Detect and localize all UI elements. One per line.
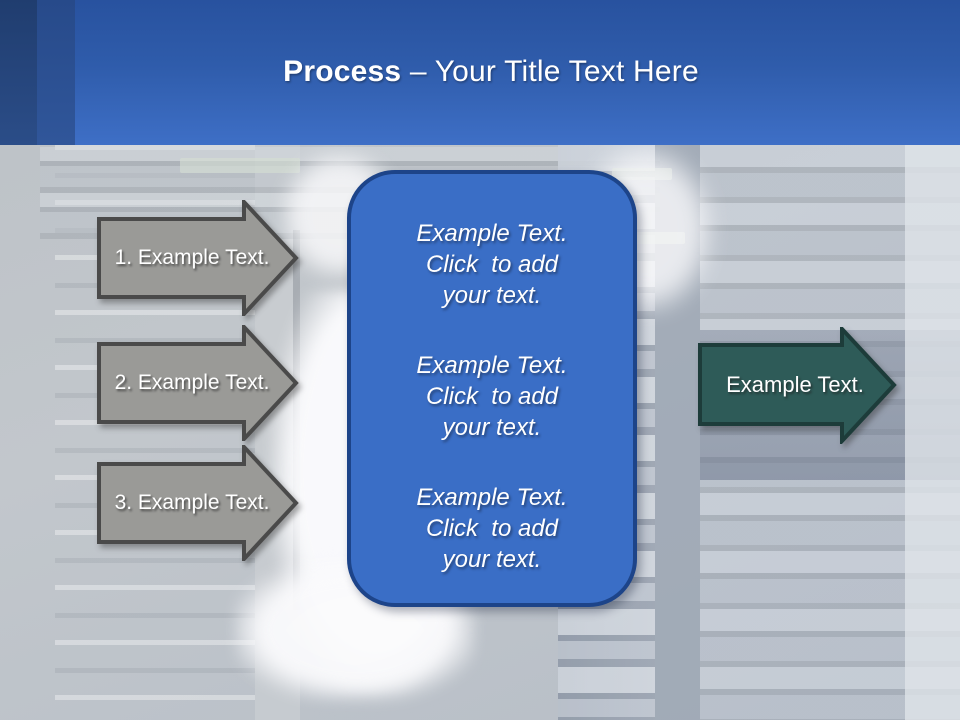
text-line: Example Text. (416, 484, 568, 511)
text-line: your text. (442, 546, 542, 573)
text-line: Click to add (425, 251, 559, 278)
result-arrow-label: Example Text. (726, 371, 864, 397)
step-arrow-shape (97, 325, 299, 441)
slide-title[interactable]: Process – Your Title Text Here (11, 55, 960, 89)
step-arrow-2[interactable]: 2. Example Text. (97, 325, 299, 441)
step-arrow-shape (97, 200, 299, 316)
step-arrow-1[interactable]: 1. Example Text. (97, 200, 299, 316)
rack-edge-panel (905, 145, 960, 720)
server-display-panel (180, 158, 300, 173)
header-accent-strip-dark (0, 0, 37, 145)
result-arrow[interactable]: Example Text. (698, 327, 897, 444)
text-line: Click to add (425, 383, 559, 410)
text-placeholder-2[interactable]: Example Text. Click to add your text. (351, 350, 633, 443)
text-placeholder-1[interactable]: Example Text. Click to add your text. (351, 218, 633, 311)
step-arrow-shape (97, 445, 299, 561)
text-line: Click to add (425, 515, 559, 542)
slide-header (0, 0, 960, 145)
result-arrow-shape (698, 327, 897, 444)
text-line: Example Text. (416, 352, 568, 379)
step-arrow-3-label: 3. Example Text. (114, 491, 270, 514)
text-placeholder-3[interactable]: Example Text. Click to add your text. (351, 482, 633, 575)
step-arrow-1-label: 1. Example Text. (114, 246, 270, 269)
text-line: your text. (442, 414, 542, 441)
center-text-box[interactable]: Example Text. Click to add your text. Ex… (347, 170, 637, 607)
text-line: Example Text. (416, 220, 568, 247)
header-accent-strip-light (37, 0, 75, 145)
text-line: your text. (442, 282, 542, 309)
step-arrow-3[interactable]: 3. Example Text. (97, 445, 299, 561)
header-band (75, 0, 960, 145)
slide-title-keyword: Process (283, 55, 402, 88)
step-arrow-2-label: 2. Example Text. (114, 371, 270, 394)
slide-title-rest: – Your Title Text Here (401, 55, 699, 88)
